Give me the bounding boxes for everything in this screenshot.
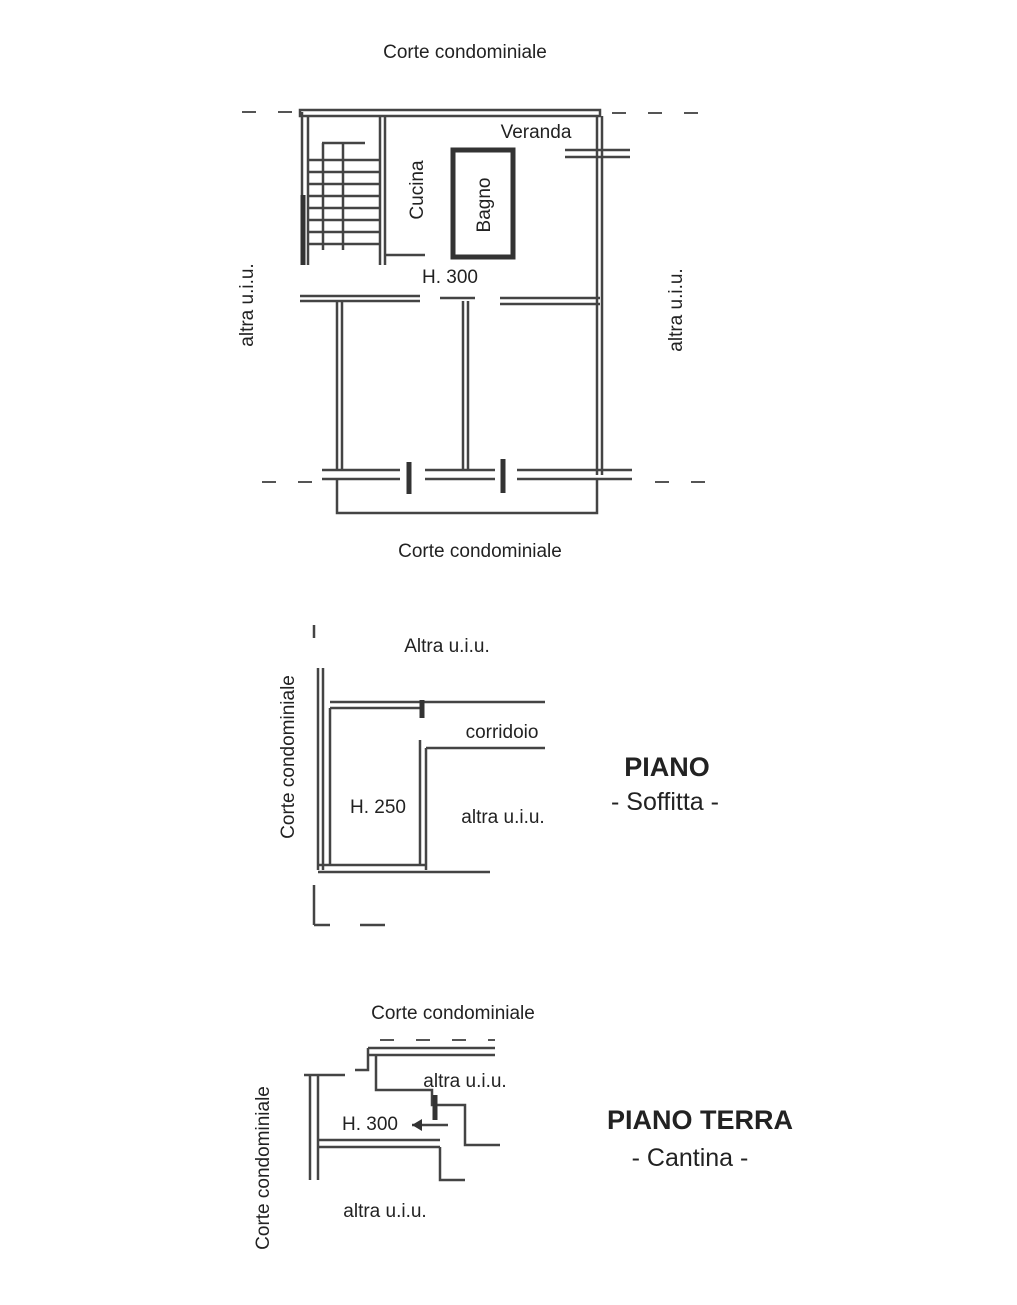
floor-title: PIANO TERRA — [607, 1105, 793, 1135]
room-label-kitchen: Cucina — [407, 160, 428, 220]
label-corridor: corridoio — [466, 722, 539, 743]
label-courtyard-bottom: Corte condominiale — [398, 541, 562, 562]
floor-title: PIANO — [624, 752, 710, 782]
ceiling-height-label: H. 300 — [422, 267, 478, 288]
label-neighbor-top: Altra u.i.u. — [404, 636, 490, 657]
floor-subtitle: - Soffitta - — [611, 788, 719, 816]
label-neighbor-right: altra u.i.u. — [461, 807, 544, 828]
label-neighbor-right: altra u.i.u. — [666, 268, 687, 351]
attic-plan: Altra u.i.u. Corte condominiale corridoi… — [278, 625, 719, 927]
ceiling-height-label: H. 300 — [342, 1114, 398, 1135]
label-courtyard-left: Corte condominiale — [253, 1086, 274, 1250]
first-floor-plan: Corte condominiale Veranda Cucina Bagno … — [237, 42, 715, 562]
room-label-bathroom: Bagno — [474, 178, 495, 233]
label-courtyard-top: Corte condominiale — [383, 42, 547, 63]
label-courtyard-left: Corte condominiale — [278, 675, 299, 839]
label-neighbor-bottom: altra u.i.u. — [343, 1201, 426, 1222]
room-label-veranda: Veranda — [501, 122, 572, 143]
label-neighbor-top: altra u.i.u. — [423, 1071, 506, 1092]
entrance-arrow-icon — [412, 1119, 422, 1131]
staircase — [300, 116, 387, 265]
floor-subtitle: - Cantina - — [632, 1144, 749, 1172]
ground-floor-plan: Corte condominiale altra u.i.u. H. 300 C… — [253, 1003, 793, 1250]
label-neighbor-left: altra u.i.u. — [237, 263, 258, 346]
ceiling-height-label: H. 250 — [350, 797, 406, 818]
label-courtyard-top: Corte condominiale — [371, 1003, 535, 1024]
